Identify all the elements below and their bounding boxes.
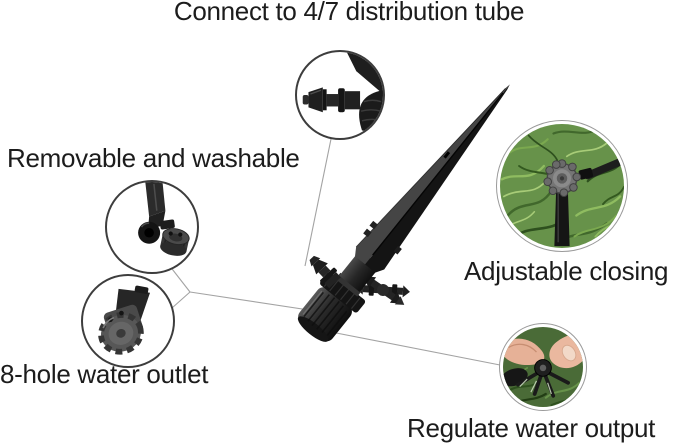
- fingers-adjusting-photo-icon: [503, 327, 583, 407]
- callout-line-removable: [168, 264, 191, 293]
- callout-line-connect: [304, 138, 332, 267]
- barb-connector-photo-icon: [302, 52, 383, 137]
- detail-circle-removable: [105, 180, 199, 274]
- label-regulate-output: Regulate water output: [407, 413, 656, 443]
- fingernail: [561, 344, 577, 362]
- callout-lines: [168, 138, 501, 366]
- product-barb-connector: [309, 255, 341, 289]
- adjustable-gear-cap: [543, 159, 582, 197]
- callout-line-outlet: [171, 291, 191, 309]
- label-water-outlet: 8-hole water outlet: [0, 359, 209, 389]
- product-spike: [355, 84, 510, 273]
- detail-circle-adjustable: [497, 121, 627, 251]
- label-adjustable-closing: Adjustable closing: [464, 256, 669, 286]
- eight-hole-outlet-photo-icon: [98, 285, 151, 355]
- detail-circle-outlet: [81, 274, 175, 368]
- label-connect-tube: Connect to 4/7 distribution tube: [173, 0, 525, 26]
- removable-cap-photo-icon: [138, 182, 190, 256]
- label-removable: Removable and washable: [7, 143, 300, 173]
- callout-line-vertex-to-product: [189, 291, 323, 313]
- dripper-in-grass-photo-icon: [500, 124, 624, 248]
- dripper-stake-product: [297, 84, 510, 342]
- detail-circle-connect: [295, 50, 385, 140]
- product-head-outlet: [297, 287, 352, 342]
- callout-line-regulate: [325, 330, 501, 366]
- detail-circle-regulate: [500, 324, 586, 410]
